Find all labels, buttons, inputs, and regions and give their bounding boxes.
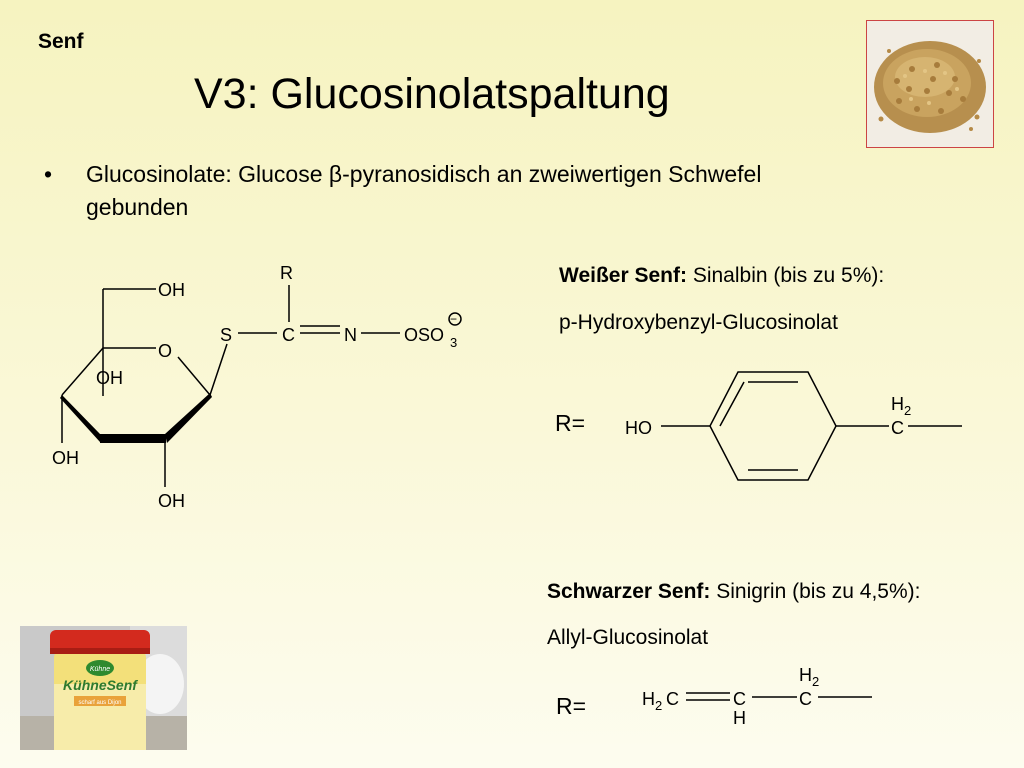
sinalbin-r-group: HO H 2 C (625, 371, 962, 481)
bullet-dot: • (44, 161, 53, 187)
sinigrin-r-group: H 2 C C H H 2 C (642, 665, 872, 728)
label-s: S (220, 325, 232, 345)
label-ch-c: C (733, 689, 746, 709)
label-h2c-h: H (642, 689, 655, 709)
mustard-jar-photo: Kühne KühneSenf scharf aus Dijon (20, 626, 187, 750)
label-c: C (891, 418, 904, 438)
label-ch2-sub: 2 (812, 674, 819, 689)
white-mustard-heading-line: Weißer Senf: Sinalbin (bis zu 5%): (559, 264, 884, 288)
label-charge: − (450, 312, 457, 326)
jar-variety-label: scharf aus Dijon (78, 700, 121, 706)
jar-product-label: KühneSenf (63, 677, 138, 693)
page-title: V3: Glucosinolatspaltung (194, 70, 670, 118)
label-h-sub2: 2 (904, 403, 911, 418)
label-oso: OSO (404, 325, 444, 345)
black-mustard-heading-line: Schwarzer Senf: Sinigrin (bis zu 4,5%): (547, 580, 920, 604)
label-ch2-h: H (799, 665, 812, 685)
label-ho: HO (625, 418, 652, 438)
glucosinolate-wedges (60, 393, 212, 443)
label-ch2-c: C (799, 689, 812, 709)
label-oh-top: OH (158, 280, 185, 300)
jar-brand-label: Kühne (90, 666, 110, 673)
label-oh-bottom: OH (158, 491, 185, 511)
white-mustard-compound: Sinalbin (bis zu 5%): (692, 264, 885, 287)
white-mustard-subtitle: p-Hydroxybenzyl-Glucosinolat (559, 311, 838, 334)
label-h: H (891, 394, 904, 414)
glucosinolate-bonds (61, 285, 462, 487)
black-mustard-r-label: R= (556, 693, 587, 719)
mustard-seeds-image (867, 21, 993, 147)
label-n: N (344, 325, 357, 345)
bullet-text: Glucosinolate: Glucose β-pyranosidisch a… (86, 161, 762, 220)
white-mustard-heading: Weißer Senf: (559, 264, 687, 287)
black-mustard-heading: Schwarzer Senf: (547, 580, 711, 603)
label-c: C (282, 325, 295, 345)
black-mustard-subtitle: Allyl-Glucosinolat (547, 626, 709, 649)
label-ring-o: O (158, 341, 172, 361)
label-h2c-c: C (666, 689, 679, 709)
label-h2c-sub: 2 (655, 698, 662, 713)
section-label: Senf (38, 30, 84, 53)
mustard-seeds-photo (866, 20, 994, 148)
mustard-jar-image: Kühne KühneSenf scharf aus Dijon (20, 626, 187, 750)
label-oh-mid: OH (96, 368, 123, 388)
label-oh-left: OH (52, 448, 79, 468)
label-r: R (280, 263, 293, 283)
label-ch-h: H (733, 708, 746, 728)
label-sub3: 3 (450, 335, 457, 350)
black-mustard-compound: Sinigrin (bis zu 4,5%): (716, 580, 921, 603)
white-mustard-r-label: R= (555, 410, 586, 436)
